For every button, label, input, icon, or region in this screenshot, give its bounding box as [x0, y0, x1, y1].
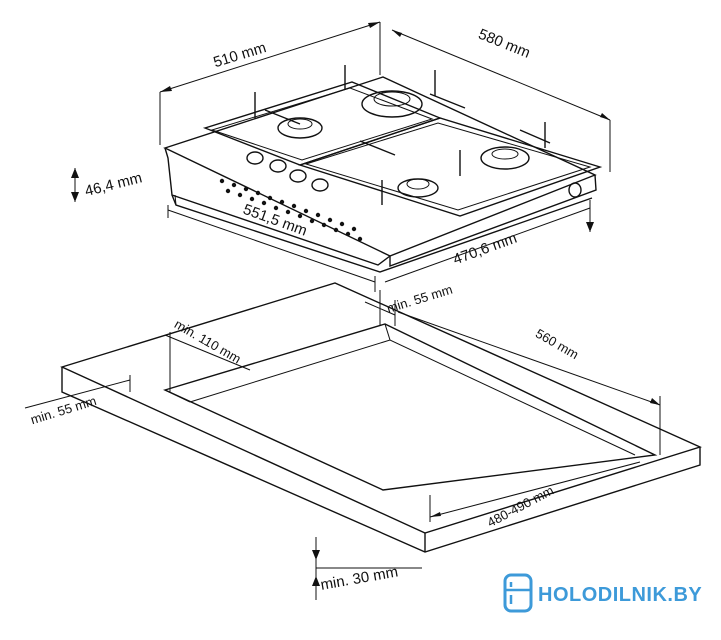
dimension-cutout-width: [429, 461, 641, 522]
cutout-width-label: 480-490 mm: [485, 483, 556, 531]
cutout-hole: [163, 323, 658, 491]
dimension-front-gap: [24, 375, 131, 409]
brand-name: HOLODILNIK.BY: [538, 584, 702, 606]
dimension-width: [159, 21, 381, 145]
dimension-bottom-width: [167, 205, 376, 292]
fridge-icon: [503, 573, 533, 613]
burners: [277, 90, 530, 198]
hob-clearance-label: min. 55 mm: [385, 282, 454, 316]
dimension-thickness: [312, 537, 422, 600]
hob-drawing: 510 mm 580 mm 46,4 mm 551,5 mm 470,6 mm: [71, 21, 611, 292]
ventilation-holes: [219, 178, 363, 242]
dimension-left-gap: [164, 332, 251, 392]
dimension-depth: [391, 29, 611, 172]
pan-supports: [202, 65, 603, 217]
cutout-left-gap-label: min. 110 mm: [172, 316, 244, 366]
countertop-drawing: min. 55 mm min. 110 mm min. 55 mm 560 mm…: [24, 282, 702, 600]
cutout-depth-label: 560 mm: [533, 326, 581, 362]
dimension-bottom-depth: [384, 200, 594, 283]
gas-connector: [568, 182, 582, 198]
hob-height-label: 46,4 mm: [83, 169, 144, 200]
dimension-height: [71, 168, 79, 202]
brand-logo: HOLODILNIK.BY: [503, 573, 702, 613]
hob-depth-label: 580 mm: [476, 26, 533, 62]
dimension-cutout-depth: [397, 311, 661, 455]
dimension-rear-clearance: [364, 290, 396, 326]
control-knobs: [246, 151, 329, 192]
